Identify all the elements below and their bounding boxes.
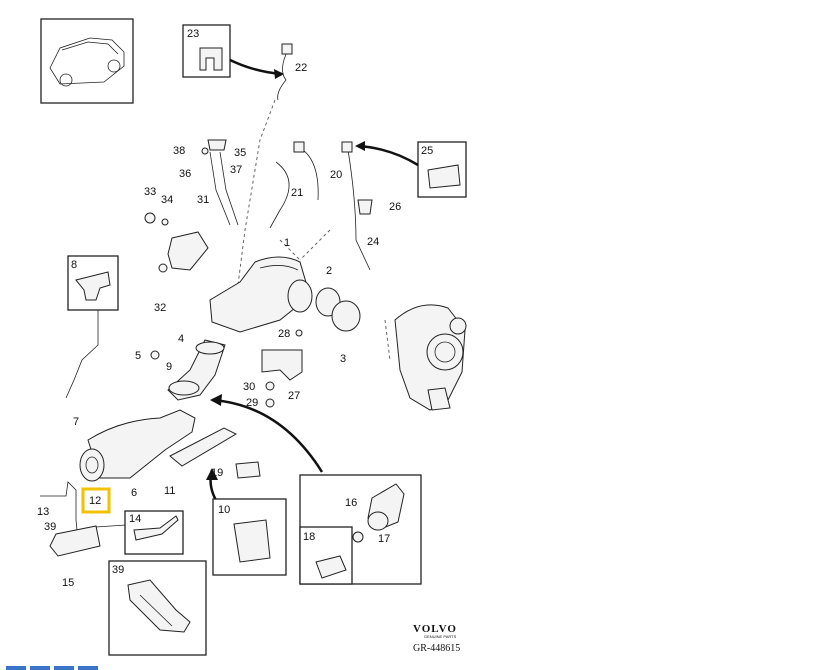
- callout-28: 28: [278, 328, 290, 340]
- callout-27: 27: [288, 390, 300, 402]
- brand-tagline: GENUINE PARTS: [424, 634, 457, 639]
- callout-17: 17: [378, 533, 390, 545]
- callout-35: 35: [234, 147, 246, 159]
- callout-7: 7: [73, 416, 79, 428]
- brand-name: VOLVO: [413, 623, 457, 635]
- edge-strip-4: [78, 666, 98, 670]
- callout-24: 24: [367, 236, 379, 248]
- callout-38: 38: [173, 145, 185, 157]
- callout-29: 29: [246, 397, 258, 409]
- callout-13: 13: [37, 506, 49, 518]
- callout-labels: 1 2 3 4 5 6 7 8 9 10 11 12 13 14 15 16 1…: [37, 28, 433, 589]
- callout-33: 33: [144, 186, 156, 198]
- diagram-reference: GR-448615: [413, 643, 460, 654]
- callout-16: 16: [345, 497, 357, 509]
- callout-30: 30: [243, 381, 255, 393]
- inset-box-16: [299, 474, 422, 585]
- callout-39-box: 39: [112, 564, 124, 576]
- callout-10: 10: [218, 504, 230, 516]
- callout-22: 22: [295, 62, 307, 74]
- leader-arrow-25: [357, 144, 419, 167]
- callout-18: 18: [303, 531, 315, 543]
- leader-arrow-16: [211, 398, 324, 473]
- callout-11: 11: [164, 485, 175, 497]
- inset-box-10: [212, 498, 287, 576]
- callout-2: 2: [326, 265, 332, 277]
- edge-strip-1: [6, 666, 26, 670]
- callout-8: 8: [71, 259, 77, 271]
- inset-box-8: [67, 255, 119, 311]
- turbocharger: [394, 304, 467, 411]
- callout-36: 36: [179, 168, 191, 180]
- callout-3: 3: [340, 353, 346, 365]
- callout-23: 23: [187, 28, 199, 40]
- callout-39: 39: [44, 521, 56, 533]
- leader-arrow-23: [229, 58, 283, 76]
- sensor-7-wire: [65, 310, 99, 399]
- callout-9: 9: [166, 361, 172, 373]
- callout-21: 21: [291, 187, 303, 199]
- volvo-logo: VOLVO GENUINE PARTS: [413, 623, 457, 639]
- callout-6: 6: [131, 487, 137, 499]
- callout-26: 26: [389, 201, 401, 213]
- sensor-22-wire: [277, 49, 289, 101]
- callout-12: 12: [89, 495, 101, 507]
- inset-box-25: [417, 141, 467, 198]
- edge-strip-2: [30, 666, 50, 670]
- vehicle-thumbnail: [40, 18, 134, 104]
- callout-34: 34: [161, 194, 173, 206]
- callout-15: 15: [62, 577, 74, 589]
- callout-14: 14: [129, 513, 141, 525]
- callout-19: 19: [211, 467, 223, 479]
- callout-37: 37: [230, 164, 242, 176]
- callout-5: 5: [135, 350, 141, 362]
- highlight-part-12: [81, 487, 111, 514]
- edge-strip-3: [54, 666, 74, 670]
- inset-box-23: [182, 24, 231, 78]
- inset-box-39: [108, 560, 207, 656]
- catalytic-converter: [209, 256, 361, 333]
- callout-25: 25: [421, 145, 433, 157]
- callout-1: 1: [284, 237, 290, 249]
- callout-31: 31: [197, 194, 209, 206]
- callout-20: 20: [330, 169, 342, 181]
- callout-32: 32: [154, 302, 166, 314]
- inset-box-14: [124, 510, 184, 555]
- particulate-filter: [79, 409, 196, 482]
- callout-4: 4: [178, 333, 184, 345]
